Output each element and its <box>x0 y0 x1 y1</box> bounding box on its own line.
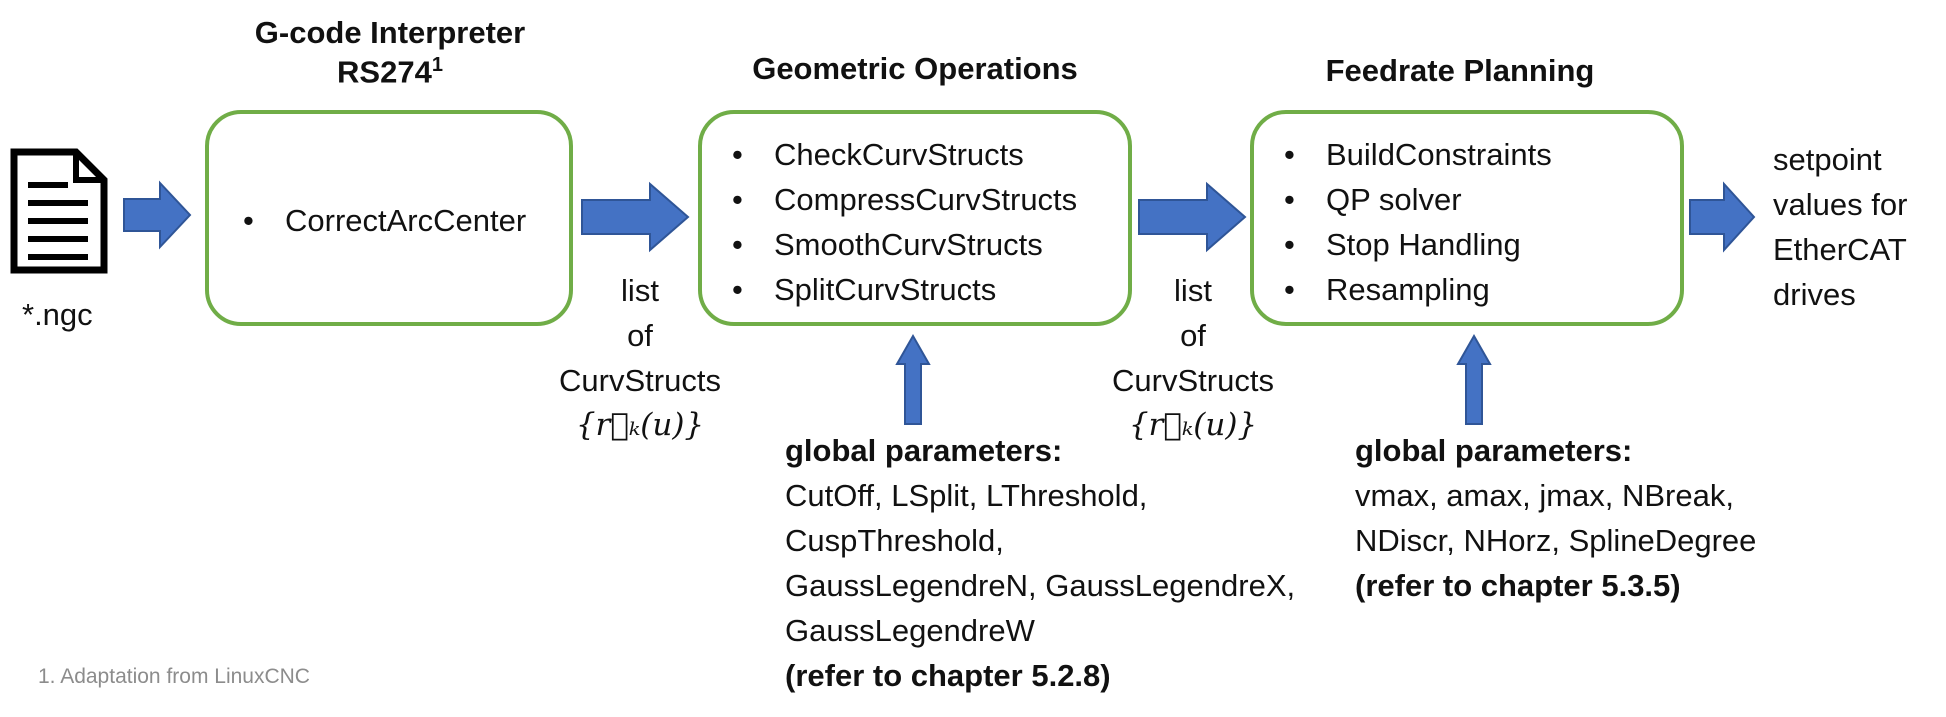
feedrate-item: QP solver <box>1272 177 1552 222</box>
feedrate-item: BuildConstraints <box>1272 132 1552 177</box>
feedrate-params-line: vmax, amax, jmax, NBreak, <box>1355 478 1734 513</box>
link1-label: list of CurvStructs {r⃗ₖ(u)} <box>540 268 740 448</box>
document-icon <box>10 148 108 274</box>
output-line: setpoint <box>1773 142 1882 177</box>
feedrate-params-header: global parameters: <box>1355 433 1633 468</box>
interpreter-title-line2: RS2741 <box>337 53 443 90</box>
arrow-interpreter-to-geometric <box>581 181 690 253</box>
geometric-list: CheckCurvStructs CompressCurvStructs Smo… <box>720 132 1077 312</box>
geometric-item: CompressCurvStructs <box>720 177 1077 222</box>
arrow-params-to-geometric <box>895 333 931 425</box>
arrow-geometric-to-feedrate <box>1138 181 1247 253</box>
arrow-feedrate-to-output <box>1689 181 1756 253</box>
link1-formula: {r⃗ₖ(u)} <box>575 407 705 443</box>
geometric-item: CheckCurvStructs <box>720 132 1077 177</box>
link1-line2: of <box>627 318 653 353</box>
link2-line2: of <box>1180 318 1206 353</box>
link1-line3: CurvStructs <box>559 363 721 398</box>
interpreter-list: CorrectArcCenter <box>231 198 526 243</box>
geometric-params-line: GaussLegendreN, GaussLegendreX, <box>785 568 1296 603</box>
geometric-params-line: GaussLegendreW <box>785 613 1035 648</box>
geometric-params-ref: (refer to chapter 5.2.8) <box>785 658 1111 693</box>
arrow-input-to-interpreter <box>123 180 192 250</box>
link2-line1: list <box>1174 273 1212 308</box>
geometric-params-header: global parameters: <box>785 433 1063 468</box>
output-line: drives <box>1773 277 1856 312</box>
geometric-item: SmoothCurvStructs <box>720 222 1077 267</box>
feedrate-box: BuildConstraints QP solver Stop Handling… <box>1250 110 1684 326</box>
interpreter-box: CorrectArcCenter <box>205 110 573 326</box>
interpreter-item: CorrectArcCenter <box>231 198 526 243</box>
feedrate-title: Feedrate Planning <box>1325 53 1595 88</box>
link2-line3: CurvStructs <box>1112 363 1274 398</box>
footnote: 1. Adaptation from LinuxCNC <box>38 665 310 688</box>
output-line: EtherCAT <box>1773 232 1907 267</box>
feedrate-item: Stop Handling <box>1272 222 1552 267</box>
geometric-params-line: CutOff, LSplit, LThreshold, <box>785 478 1148 513</box>
feedrate-params-ref: (refer to chapter 5.3.5) <box>1355 568 1681 603</box>
geometric-title: Geometric Operations <box>752 51 1078 86</box>
feedrate-params: global parameters: vmax, amax, jmax, NBr… <box>1355 428 1756 608</box>
feedrate-list: BuildConstraints QP solver Stop Handling… <box>1272 132 1552 312</box>
link2-formula: {r⃗ₖ(u)} <box>1128 407 1258 443</box>
arrow-params-to-feedrate <box>1456 333 1492 425</box>
interpreter-title-line1: G-code Interpreter <box>254 15 526 50</box>
geometric-params-line: CuspThreshold, <box>785 523 1004 558</box>
footnote-marker: 1 <box>431 53 443 76</box>
link1-line1: list <box>621 273 659 308</box>
link2-label: list of CurvStructs {r⃗ₖ(u)} <box>1093 268 1293 448</box>
input-file-label: *.ngc <box>22 297 93 332</box>
output-label: setpoint values for EtherCAT drives <box>1773 137 1907 317</box>
interpreter-title: G-code Interpreter RS2741 <box>200 14 580 92</box>
feedrate-item: Resampling <box>1272 267 1552 312</box>
feedrate-params-line: NDiscr, NHorz, SplineDegree <box>1355 523 1757 558</box>
geometric-params: global parameters: CutOff, LSplit, LThre… <box>785 428 1295 698</box>
geometric-box: CheckCurvStructs CompressCurvStructs Smo… <box>698 110 1132 326</box>
output-line: values for <box>1773 187 1908 222</box>
geometric-item: SplitCurvStructs <box>720 267 1077 312</box>
